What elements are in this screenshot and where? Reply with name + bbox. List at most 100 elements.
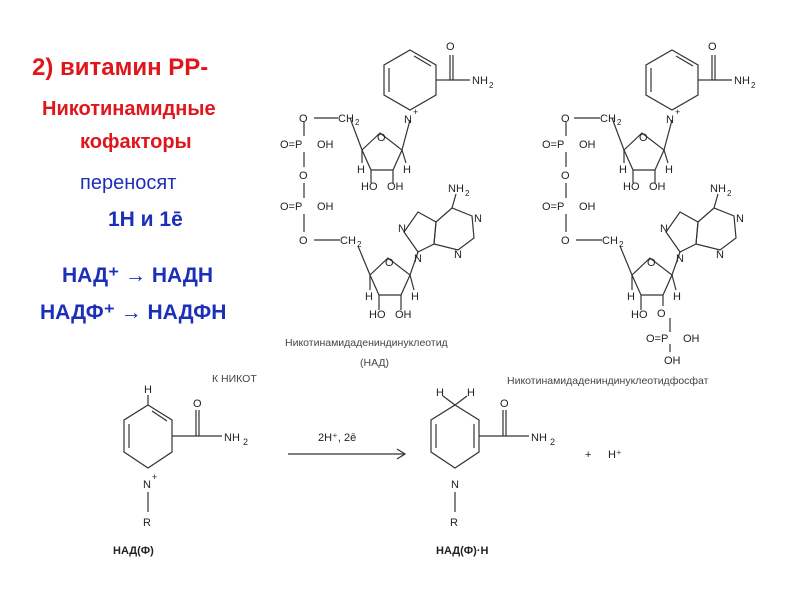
reaction-plus: + (585, 449, 591, 461)
reaction-atom-labels: H O NH 2 N + R H H O NH 2 N R 2H⁺, 2ē + … (113, 384, 622, 557)
nad-p2-oh: OH (317, 201, 334, 213)
nad-o2: O (299, 170, 308, 182)
nad-ribose1-h1: H (357, 164, 365, 176)
nad-abbr: (НАД) (360, 357, 389, 369)
nad-amide-nh: NH (472, 75, 488, 87)
nadp-ribose1-ho: HO (623, 181, 640, 193)
nad-ribose2-ho: HO (369, 309, 386, 321)
nadp-molecule (565, 49, 737, 352)
nadp-nplus: N (666, 114, 674, 126)
nad-ch2: CH (338, 113, 354, 125)
nad-adenine-nh: NH (448, 183, 464, 195)
nadp-p2: O=P (542, 201, 564, 213)
nad-ribose1-oh: OH (387, 181, 404, 193)
subtitle-line2: кофакторы (80, 131, 192, 153)
transfer-value: 1Н и 1ē (108, 208, 183, 231)
nad-o3: O (299, 235, 308, 247)
nad-nplus: N (404, 114, 412, 126)
nadp-adenine-sub: 2 (727, 189, 732, 198)
left-amide-nh: NH (224, 432, 240, 444)
right-r-group: R (450, 517, 458, 529)
nad-ribose1-h2: H (403, 164, 411, 176)
nad-adenine-n3: N (454, 249, 462, 261)
nadp-ch2-sub: 2 (617, 118, 622, 127)
reaction-nad: НАД⁺ → НАДН (62, 264, 214, 287)
nad-ch2-sub: 2 (355, 118, 360, 127)
nad-adenine-n9: N (414, 253, 422, 265)
right-n: N (451, 479, 459, 491)
nad-ribose2-h2: H (411, 291, 419, 303)
left-nplus: N (143, 479, 151, 491)
right-amide-nh: NH (531, 432, 547, 444)
left-nplus-charge: + (152, 472, 157, 482)
nadp-ribose2-h2: H (673, 291, 681, 303)
nad-p1: O=P (280, 139, 302, 151)
nad-ch2b: CH (340, 235, 356, 247)
nad-ribose2-h1: H (365, 291, 373, 303)
nadp-p1-oh: OH (579, 139, 596, 151)
right-ring-h2: H (467, 387, 475, 399)
nadp-adenine-n1: N (736, 213, 744, 225)
nad-nplus-charge: + (413, 107, 418, 117)
nad-adenine-n1: N (474, 213, 482, 225)
nad-molecule (303, 49, 475, 310)
nadp-ribose2-h1: H (627, 291, 635, 303)
reaction-reagent: 2H⁺, 2ē (318, 432, 356, 444)
nadp-ch2b: CH (602, 235, 618, 247)
nad-adenine-n7: N (398, 223, 406, 235)
nadp-adenine-n9: N (676, 253, 684, 265)
nadp-ch2b-sub: 2 (619, 240, 624, 249)
nadp-nplus-charge: + (675, 107, 680, 117)
nad-atom-labels: O NH 2 N + CH 2 O O=P OH O O=P OH O CH 2… (280, 41, 494, 321)
nad-carbonyl-o: O (446, 41, 455, 53)
nadp-ribose2-o4: O (657, 308, 666, 320)
nadp-amide-sub: 2 (751, 81, 756, 90)
nadp-ch2: CH (600, 113, 616, 125)
nad-ribose1-o: O (377, 132, 386, 144)
nadp-carbonyl-o: O (708, 41, 717, 53)
nadp-p3-oh2: OH (664, 355, 681, 367)
nadp-caption: Никотинамидадениндинуклеотидфосфат (507, 375, 709, 387)
left-ring-h: H (144, 384, 152, 396)
subtitle-line1: Никотинамидные (42, 98, 216, 120)
reaction-proton: H⁺ (608, 449, 622, 461)
nad-ribose2-oh: OH (395, 309, 412, 321)
nadp-ribose2-o: O (647, 257, 656, 269)
left-compound-label: НАД(Ф) (113, 545, 154, 557)
nadp-ribose1-o: O (639, 132, 648, 144)
nad-adenine-sub: 2 (465, 189, 470, 198)
nadp-ribose2-ho: HO (631, 309, 648, 321)
nadp-adenine-nh: NH (710, 183, 726, 195)
right-compound-label: НАД(Ф)·Н (436, 545, 489, 557)
nad-ch2b-sub: 2 (357, 240, 362, 249)
nadp-amide-nh: NH (734, 75, 750, 87)
nad-amide-sub: 2 (489, 81, 494, 90)
nad-o1: O (299, 113, 308, 125)
nadp-p1: O=P (542, 139, 564, 151)
nadp-o1: O (561, 113, 570, 125)
nadp-p3-oh: OH (683, 333, 700, 345)
nadp-adenine-n3: N (716, 249, 724, 261)
nadp-adenine-n7: N (660, 223, 668, 235)
nadp-o3: O (561, 235, 570, 247)
nad-p1-oh: OH (317, 139, 334, 151)
reaction-nadp: НАДФ⁺ → НАДФН (40, 301, 227, 324)
right-amide-sub: 2 (550, 437, 555, 447)
left-amide-sub: 2 (243, 437, 248, 447)
left-r-group: R (143, 517, 151, 529)
nad-ribose1-ho: HO (361, 181, 378, 193)
nad-caption: Никотинамидадениндинуклеотид (285, 337, 448, 349)
transfer-text: переносят (80, 172, 177, 194)
nadp-ribose1-h1: H (619, 164, 627, 176)
cut-label: К НИКОТ (212, 373, 257, 385)
left-carbonyl-o: O (193, 398, 202, 410)
nadp-ribose1-h2: H (665, 164, 673, 176)
nadp-ribose1-oh: OH (649, 181, 666, 193)
nadp-p2-oh: OH (579, 201, 596, 213)
nad-p2: O=P (280, 201, 302, 213)
right-carbonyl-o: O (500, 398, 509, 410)
bottom-reaction (123, 395, 529, 512)
nadp-o2: O (561, 170, 570, 182)
nad-ribose2-o: O (385, 257, 394, 269)
